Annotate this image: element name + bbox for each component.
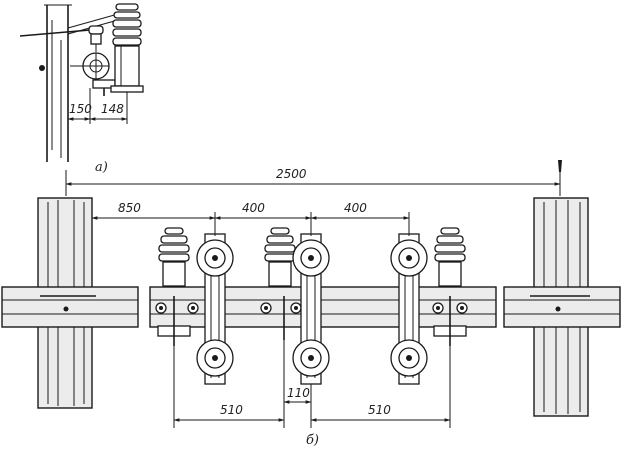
figure-a-pin-insulator	[88, 25, 104, 52]
dim-850: 850	[118, 201, 141, 215]
dim-a-148: 148	[101, 102, 124, 116]
caption-a: а)	[95, 160, 108, 175]
figure-b-front-view: 2500	[1, 160, 621, 448]
dim-a-150: 150	[69, 102, 92, 116]
dimension-2500: 2500	[65, 166, 561, 196]
dim-400-first: 400	[242, 201, 265, 215]
bottom-dimensions: 510 110 510	[173, 340, 451, 428]
top-dimensions: 850 400 400	[91, 201, 410, 236]
dim-510-right: 510	[368, 403, 391, 417]
figure-a-pole	[44, 4, 72, 162]
figure-a-dimensions: 150 148	[67, 88, 128, 124]
figure-a-crossarm	[19, 13, 119, 71]
dim-110: 110	[287, 386, 310, 400]
arrester-2	[264, 227, 296, 340]
figure-a-arrester	[110, 3, 144, 102]
pole-clamps	[40, 295, 590, 312]
beam-bolts	[155, 302, 468, 314]
figure-a-side-view: 150 148 а)	[19, 3, 144, 175]
arrester-3	[433, 227, 467, 346]
disconnector-1	[196, 233, 234, 385]
dim-400-second: 400	[344, 201, 367, 215]
disconnector-2	[292, 233, 330, 385]
arrester-1	[157, 227, 191, 346]
caption-b: б)	[306, 433, 319, 448]
figure-a-switch-mechanism	[70, 52, 116, 96]
dim-2500: 2500	[276, 167, 307, 181]
dim-510-left: 510	[220, 403, 243, 417]
